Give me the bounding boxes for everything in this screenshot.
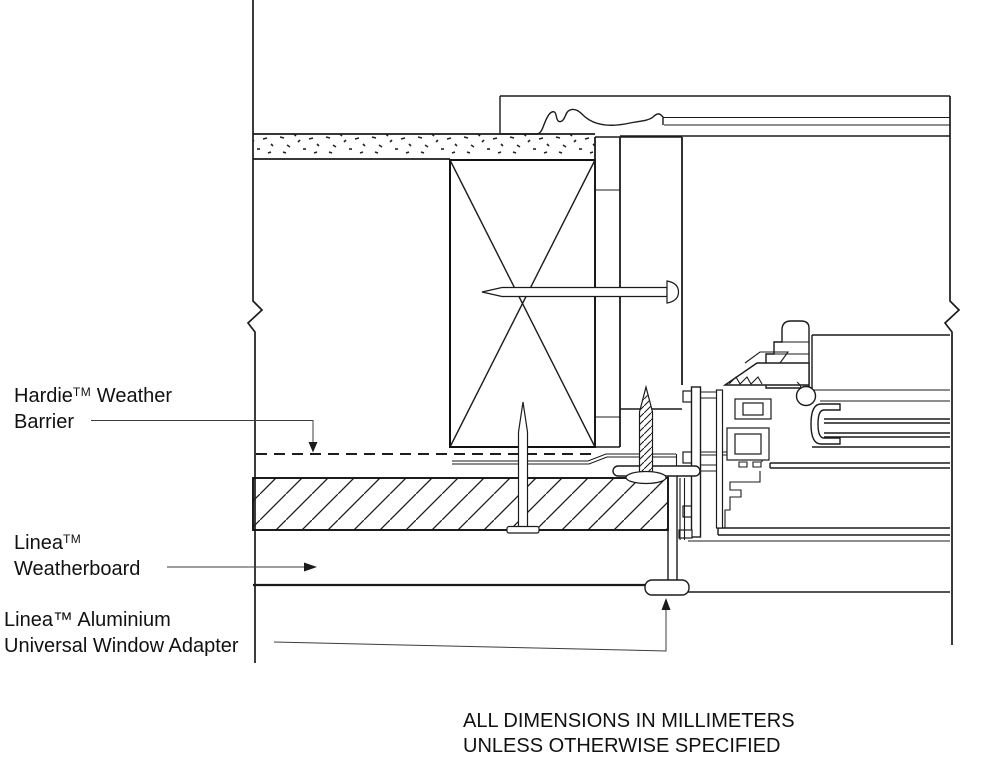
label-weatherboard-line1: LineaTM (14, 532, 82, 554)
leader-weather-barrier (91, 420, 318, 453)
label-weather-barrier-line1: HardieTM Weather (14, 385, 173, 407)
label-weatherboard-line2: Weatherboard (14, 558, 141, 580)
label-weather-barrier: HardieTM Weather Barrier (14, 383, 172, 435)
label-adapter: Linea™ Aluminium Universal Window Adapte… (4, 607, 239, 659)
glazing-lines (688, 334, 950, 542)
weatherboard-nail (506, 401, 540, 534)
horizontal-nail (481, 280, 680, 304)
weatherboard-section (252, 477, 669, 587)
label-adapter-line1: Linea™ Aluminium (4, 609, 171, 631)
dimension-note-line1: ALL DIMENSIONS IN MILLIMETERS (463, 710, 795, 732)
leader-weatherboard (167, 562, 317, 572)
leader-adapter (273, 598, 671, 652)
adapter-screw (625, 384, 667, 485)
ceiling-moulding (499, 96, 664, 135)
interior-lining-lines (500, 95, 950, 137)
window-frame-extrusion (678, 320, 950, 542)
dimension-note-line2: UNLESS OTHERWISE SPECIFIED (463, 735, 781, 757)
label-adapter-line2: Universal Window Adapter (4, 635, 239, 657)
top-plate-sheet (253, 133, 595, 160)
label-weatherboard: LineaTM Weatherboard (14, 530, 140, 582)
wall-break-line-right (943, 96, 961, 645)
head-batten (620, 136, 683, 410)
label-weather-barrier-line2: Barrier (14, 411, 75, 433)
wall-break-line-left (246, 0, 264, 663)
dimension-note: ALL DIMENSIONS IN MILLIMETERS UNLESS OTH… (463, 709, 795, 759)
